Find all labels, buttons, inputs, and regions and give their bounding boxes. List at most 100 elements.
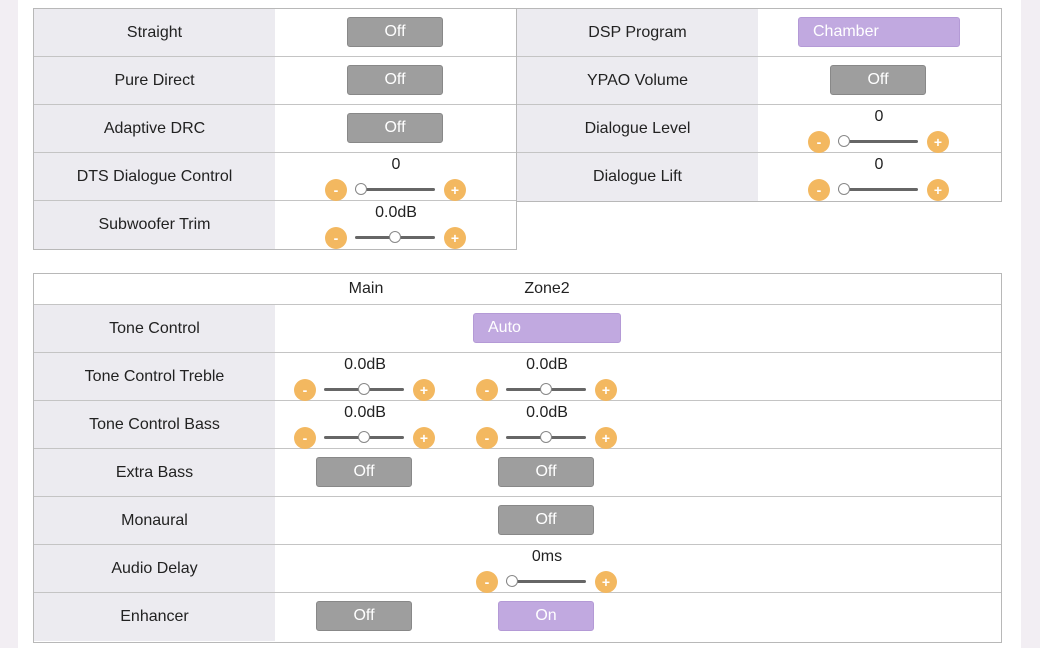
row-label: Dialogue Lift [517,153,758,201]
dialogue-lift-slider: 0 - + [808,154,950,201]
plus-button[interactable]: + [927,131,949,153]
minus-button[interactable]: - [808,179,830,201]
slider-track[interactable] [838,188,918,191]
plus-button[interactable]: + [927,179,949,201]
ypao-volume-toggle-button[interactable]: Off [830,65,926,95]
slider-thumb[interactable] [540,383,552,395]
zone2-enhancer-toggle-button[interactable]: On [498,601,594,631]
tone-control-mode-button[interactable]: Auto [473,313,621,343]
main-treble-slider: 0.0dB - + [294,354,436,401]
row-label: DTS Dialogue Control [34,153,275,200]
slider-thumb[interactable] [506,575,518,587]
row-dsp-program: DSP Program Chamber [517,9,1001,57]
slider-track[interactable] [506,580,586,583]
slider-value: 0 [391,156,401,173]
row-label: Subwoofer Trim [34,201,275,249]
straight-toggle-button[interactable]: Off [347,17,443,47]
slider-thumb[interactable] [838,135,850,147]
minus-button[interactable]: - [294,427,316,449]
slider-value: 0 [874,108,884,125]
row-label: Adaptive DRC [34,105,275,152]
minus-button[interactable]: - [294,379,316,401]
slider-value: 0.0dB [375,204,417,221]
main-column-header: Main [348,280,384,297]
zone2-audio-delay-slider: 0ms - + [476,546,618,593]
zone2-treble-slider: 0.0dB - + [476,354,618,401]
row-label: Extra Bass [34,449,275,496]
plus-button[interactable]: + [413,427,435,449]
pure-direct-toggle-button[interactable]: Off [347,65,443,95]
dialogue-level-slider: 0 - + [808,106,950,153]
slider-value: 0ms [531,548,563,565]
main-bass-slider: 0.0dB - + [294,402,436,449]
row-tone-control-treble: Tone Control Treble 0.0dB - + 0.0dB - + [34,353,1001,401]
slider-thumb[interactable] [389,231,401,243]
plus-button[interactable]: + [444,179,466,201]
row-dts-dialogue-control: DTS Dialogue Control 0 - + [34,153,516,201]
dts-dialogue-control-slider: 0 - + [325,154,467,201]
plus-button[interactable]: + [595,379,617,401]
row-monaural: Monaural Off [34,497,1001,545]
top-right-block: DSP Program Chamber YPAO Volume Off Dial… [516,8,1002,202]
dsp-program-select-button[interactable]: Chamber [798,17,960,47]
slider-value: 0 [874,156,884,173]
row-tone-control-bass: Tone Control Bass 0.0dB - + 0.0dB - + [34,401,1001,449]
row-label: YPAO Volume [517,57,758,104]
minus-button[interactable]: - [476,571,498,593]
slider-thumb[interactable] [355,183,367,195]
main-enhancer-toggle-button[interactable]: Off [316,601,412,631]
top-settings-grid: Straight Off Pure Direct Off Adaptive DR… [33,8,1002,250]
main-extra-bass-toggle-button[interactable]: Off [316,457,412,487]
row-label: Tone Control Treble [34,353,275,400]
row-label: DSP Program [517,9,758,56]
slider-thumb[interactable] [838,183,850,195]
row-label: Dialogue Level [517,105,758,152]
slider-value: 0.0dB [526,404,568,421]
slider-track[interactable] [838,140,918,143]
row-adaptive-drc: Adaptive DRC Off [34,105,516,153]
plus-button[interactable]: + [413,379,435,401]
settings-panel: Straight Off Pure Direct Off Adaptive DR… [18,0,1021,648]
slider-thumb[interactable] [358,383,370,395]
row-label: Tone Control [34,305,275,352]
row-subwoofer-trim: Subwoofer Trim 0.0dB - + [34,201,516,249]
slider-value: 0.0dB [526,356,568,373]
row-label: Monaural [34,497,275,544]
row-tone-control: Tone Control Auto [34,305,1001,353]
adaptive-drc-toggle-button[interactable]: Off [347,113,443,143]
minus-button[interactable]: - [325,179,347,201]
subwoofer-trim-slider: 0.0dB - + [325,202,467,249]
zone2-bass-slider: 0.0dB - + [476,402,618,449]
plus-button[interactable]: + [444,227,466,249]
minus-button[interactable]: - [808,131,830,153]
top-left-block: Straight Off Pure Direct Off Adaptive DR… [33,8,517,250]
slider-track[interactable] [355,188,435,191]
plus-button[interactable]: + [595,571,617,593]
plus-button[interactable]: + [595,427,617,449]
minus-button[interactable]: - [325,227,347,249]
row-extra-bass: Extra Bass Off Off [34,449,1001,497]
row-pure-direct: Pure Direct Off [34,57,516,105]
row-label: Tone Control Bass [34,401,275,448]
row-enhancer: Enhancer Off On [34,593,1001,641]
row-ypao-volume: YPAO Volume Off [517,57,1001,105]
row-audio-delay: Audio Delay 0ms - + [34,545,1001,593]
minus-button[interactable]: - [476,427,498,449]
slider-thumb[interactable] [540,431,552,443]
zone2-column-header: Zone2 [524,280,570,297]
row-label: Pure Direct [34,57,275,104]
minus-button[interactable]: - [476,379,498,401]
slider-value: 0.0dB [344,356,386,373]
row-straight: Straight Off [34,9,516,57]
slider-thumb[interactable] [358,431,370,443]
zone2-monaural-toggle-button[interactable]: Off [498,505,594,535]
row-label: Straight [34,9,275,56]
zone2-extra-bass-toggle-button[interactable]: Off [498,457,594,487]
zone-header-row: Main Zone2 [34,274,1001,305]
row-label: Enhancer [34,593,275,641]
row-dialogue-level: Dialogue Level 0 - + [517,105,1001,153]
slider-value: 0.0dB [344,404,386,421]
zone-settings-grid: Main Zone2 Tone Control Auto Tone Contro… [33,273,1002,643]
row-dialogue-lift: Dialogue Lift 0 - + [517,153,1001,201]
row-label: Audio Delay [34,545,275,592]
